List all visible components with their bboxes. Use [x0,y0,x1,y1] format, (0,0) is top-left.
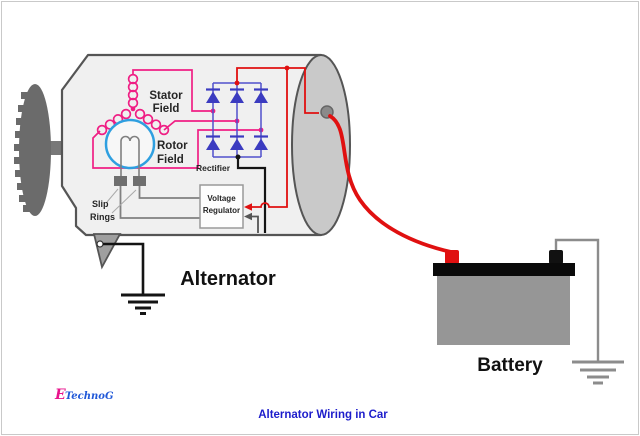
slip-ring-right [133,176,146,186]
battery-body [437,276,570,345]
rectifier-output-wire [236,67,319,114]
positive-wiring [236,67,319,208]
red-arrowhead [244,203,252,211]
regulator-ground-sense-wire [251,215,259,233]
rotor-field-label-1: Rotor [157,140,188,152]
rotor-field-label-2: Field [157,154,184,166]
battery-title: Battery [477,355,543,376]
rotor-wire-to-regulator-2 [138,186,200,199]
gray-arrowhead [244,212,252,221]
bolt-hole [96,240,104,248]
slip-rings-label-2: Rings [90,212,115,222]
rotor-coil [120,135,140,176]
regulator-sense-wire [251,68,288,208]
diode-cathode-bars [206,88,268,138]
voltage-regulator: Voltage Regulator [199,184,259,233]
pulley [19,84,51,216]
battery [433,250,575,345]
alternator-ground [92,233,165,315]
slip-ring-left [114,176,127,186]
alternator-end-cap [291,54,351,236]
stator-field-label-1: Stator [149,90,183,102]
voltage-regulator-label-1: Voltage [207,194,236,203]
logo-technog: TechnoG [65,391,114,402]
black-junction-dot [235,154,241,160]
diagram-caption: Alternator Wiring in Car [258,409,388,421]
alternator-title: Alternator [180,268,276,290]
logo-e: E [54,387,66,403]
slip-rings-label-1: Slip [92,199,109,209]
battery-cable-red [328,114,453,254]
rotor-assembly [104,118,200,219]
battery-ground [554,238,624,385]
ground-symbol-alternator [121,293,165,315]
ground-symbol-battery [572,360,624,385]
stator-winding [92,69,261,169]
stator-phase-wire-2 [163,120,237,131]
rectifier-label: Rectifier [196,163,231,173]
rectifier-negative-wire [236,157,267,233]
stator-field-label-2: Field [153,103,180,115]
battery-ground-wire [554,238,600,362]
voltage-regulator-label-2: Regulator [203,206,240,215]
rotor-field-circle [104,118,156,170]
voltage-regulator-box [199,184,244,229]
pulley-and-shaft [14,84,66,216]
rectifier-bridge [206,82,268,158]
slip-ring-pointer-lines [106,188,137,214]
stator-phase-wire-3 [92,129,261,169]
diodes [206,91,268,150]
battery-negative-terminal [549,250,563,264]
pulley-teeth [14,92,30,212]
red-junction-dot-1 [234,80,240,86]
mounting-bracket [92,233,122,270]
rotor-wire-to-regulator-1 [119,186,200,219]
battery-top-bar [433,263,575,276]
stator-phase-wire-1 [132,69,213,112]
battery-positive-terminal [445,250,459,264]
red-junction-dot-2 [284,65,290,71]
ground-wire-black [103,242,145,294]
